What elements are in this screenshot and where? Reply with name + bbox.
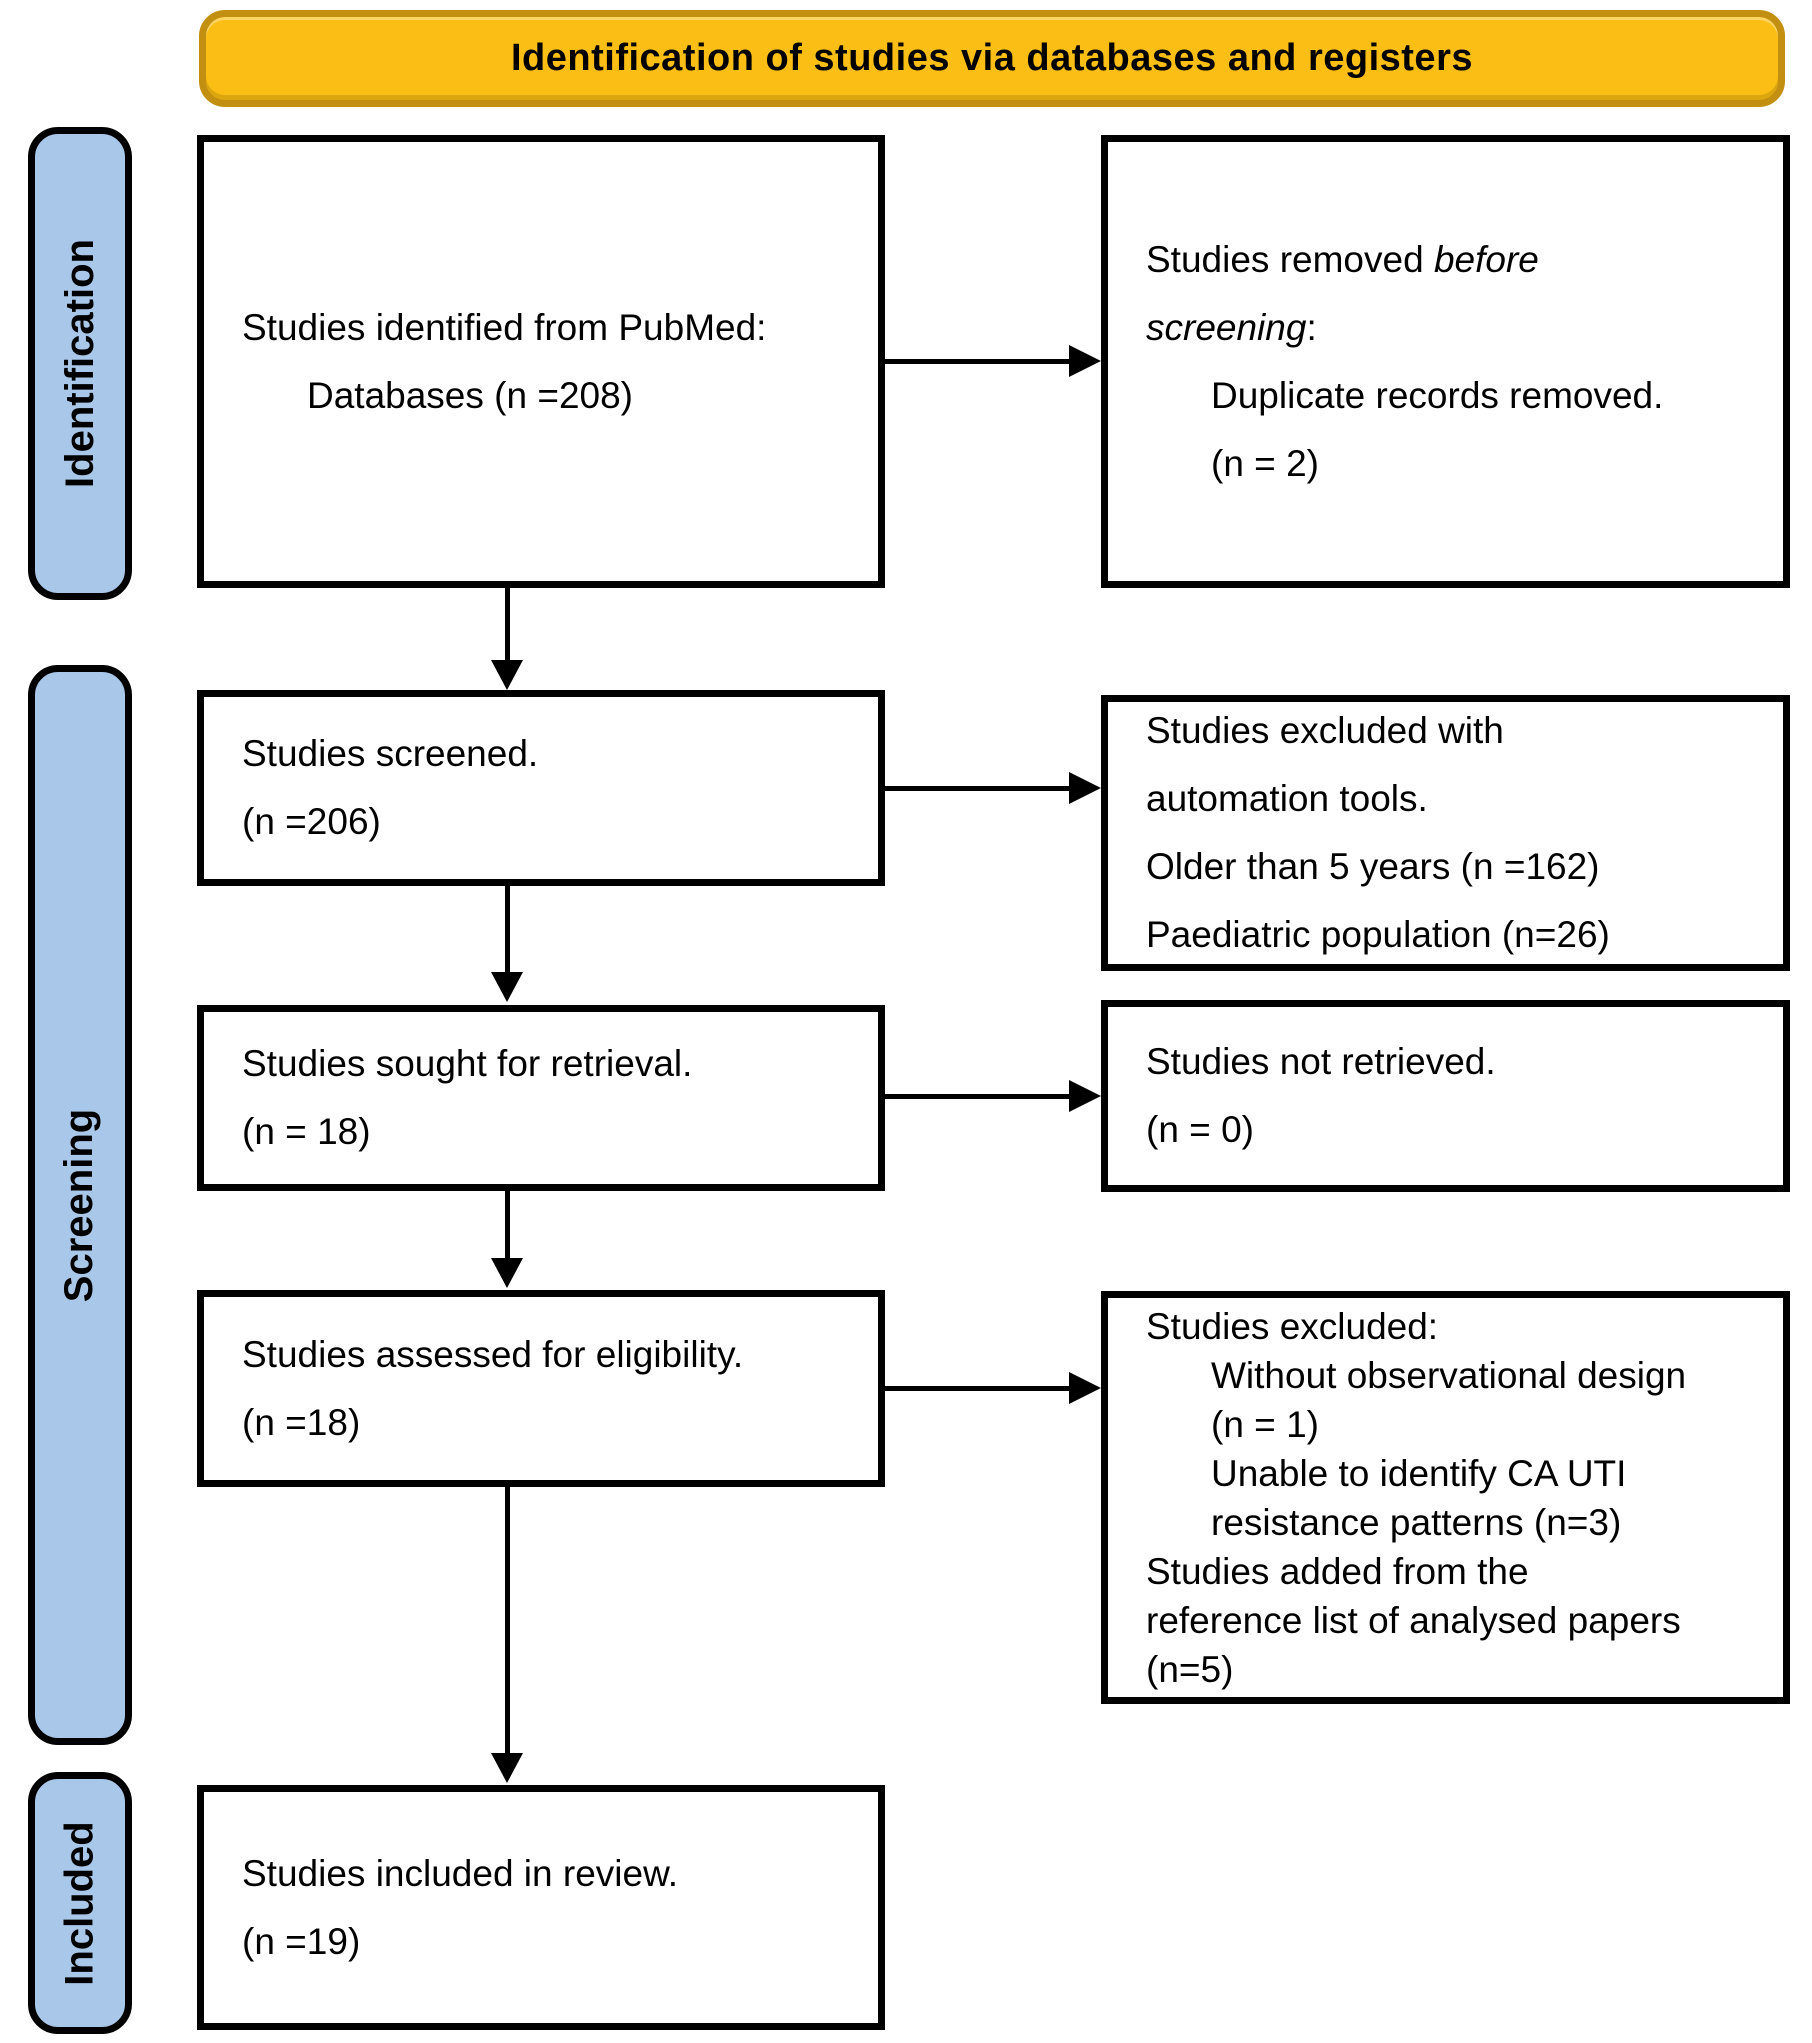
box-text-segment-italic: screening	[1146, 306, 1307, 348]
box-text-line: (n = 1)	[1211, 1403, 1319, 1445]
stage-label-included-text: Included	[57, 1820, 102, 1986]
box-text-line: (n=5)	[1146, 1648, 1234, 1690]
box-studies-screened-text: Studies screened. (n =206)	[204, 714, 878, 862]
box-studies-sought-text: Studies sought for retrieval. (n = 18)	[204, 1024, 878, 1172]
box-text-line: Older than 5 years (n =162)	[1146, 846, 1600, 887]
box-studies-included: Studies included in review. (n =19)	[197, 1785, 885, 2030]
box-text-line: Studies included in review.	[242, 1852, 679, 1894]
arrow-identified-to-removed-head	[1069, 345, 1101, 377]
box-studies-not-retrieved: Studies not retrieved. (n = 0)	[1101, 1000, 1790, 1192]
box-text-line: Studies added from the	[1146, 1550, 1529, 1592]
box-text-line: Studies screened.	[242, 733, 539, 774]
box-studies-not-retrieved-text: Studies not retrieved. (n = 0)	[1108, 1022, 1783, 1170]
box-studies-excluded-automation-text: Studies excluded with automation tools. …	[1108, 691, 1783, 975]
box-text-line: Studies excluded:	[1146, 1305, 1439, 1347]
box-text-line: Studies not retrieved.	[1146, 1041, 1496, 1082]
box-studies-excluded-automation: Studies excluded with automation tools. …	[1101, 695, 1790, 971]
box-studies-assessed-text: Studies assessed for eligibility. (n =18…	[204, 1315, 878, 1463]
box-studies-assessed: Studies assessed for eligibility. (n =18…	[197, 1290, 885, 1487]
box-text-line: resistance patterns (n=3)	[1211, 1501, 1622, 1543]
arrow-screened-to-sought-head	[491, 972, 523, 1002]
box-studies-identified: Studies identified from PubMed: Database…	[197, 135, 885, 588]
box-text-line: (n = 2)	[1211, 442, 1319, 484]
arrow-sought-to-notretrieved-head	[1069, 1080, 1101, 1112]
box-text-line: Without observational design	[1211, 1354, 1687, 1396]
stage-label-screening: Screening	[28, 665, 132, 1745]
stage-label-screening-text: Screening	[57, 1108, 102, 1302]
arrow-screened-to-excluded-line	[885, 786, 1071, 791]
box-text-line: screening:	[1146, 294, 1759, 362]
arrow-sought-to-assessed-head	[491, 1258, 523, 1288]
box-text-line: reference list of analysed papers	[1146, 1599, 1681, 1641]
box-studies-removed-before-screening: Studies removed before screening: Duplic…	[1101, 135, 1790, 588]
arrow-assessed-to-included-head	[491, 1753, 523, 1783]
stage-label-included: Included	[28, 1772, 132, 2034]
arrow-screened-to-sought-line	[505, 886, 510, 975]
box-studies-excluded-eligibility-text: Studies excluded: Without observational …	[1108, 1296, 1783, 1700]
arrow-sought-to-notretrieved-line	[885, 1094, 1071, 1099]
box-text-line: Databases (n =208)	[307, 374, 634, 416]
box-text-line: (n =19)	[242, 1920, 361, 1962]
box-text-line: Duplicate records removed.	[1211, 374, 1664, 416]
stage-label-identification: Identification	[28, 127, 132, 600]
stage-label-identification-text: Identification	[57, 239, 102, 488]
arrow-identified-to-screened-line	[505, 588, 510, 663]
box-text-line: Studies sought for retrieval.	[242, 1043, 693, 1084]
arrow-assessed-to-excluded-head	[1069, 1372, 1101, 1404]
banner-title: Identification of studies via databases …	[511, 37, 1473, 79]
box-text-line: Studies removed before	[1146, 226, 1759, 294]
box-text-line: (n = 0)	[1146, 1109, 1254, 1150]
banner: Identification of studies via databases …	[199, 10, 1785, 107]
arrow-assessed-to-excluded-line	[885, 1386, 1071, 1391]
box-studies-sought: Studies sought for retrieval. (n = 18)	[197, 1005, 885, 1191]
arrow-identified-to-screened-head	[491, 660, 523, 690]
box-text-line: Unable to identify CA UTI	[1211, 1452, 1627, 1494]
box-text-line: Studies excluded with	[1146, 710, 1504, 751]
box-text-line: automation tools.	[1146, 778, 1428, 819]
box-text-line: Studies identified from PubMed:	[242, 306, 767, 348]
box-studies-excluded-eligibility: Studies excluded: Without observational …	[1101, 1291, 1790, 1704]
box-text-segment: :	[1306, 306, 1317, 348]
box-text-line: (n = 18)	[242, 1111, 371, 1152]
box-studies-removed-text: Studies removed before screening: Duplic…	[1108, 220, 1783, 504]
arrow-identified-to-removed-line	[885, 359, 1071, 364]
arrow-sought-to-assessed-line	[505, 1191, 510, 1261]
box-text-line: (n =206)	[242, 801, 381, 842]
box-text-line: Paediatric population (n=26)	[1146, 914, 1610, 955]
box-text-segment-italic: before	[1433, 238, 1539, 280]
box-text-segment: Studies removed	[1146, 238, 1434, 280]
box-text-line: Studies assessed for eligibility.	[242, 1333, 744, 1375]
box-studies-included-text: Studies included in review. (n =19)	[204, 1834, 878, 1982]
box-studies-screened: Studies screened. (n =206)	[197, 690, 885, 886]
box-studies-identified-text: Studies identified from PubMed: Database…	[204, 288, 878, 436]
arrow-assessed-to-included-line	[505, 1487, 510, 1757]
box-text-line: (n =18)	[242, 1401, 361, 1443]
arrow-screened-to-excluded-head	[1069, 772, 1101, 804]
